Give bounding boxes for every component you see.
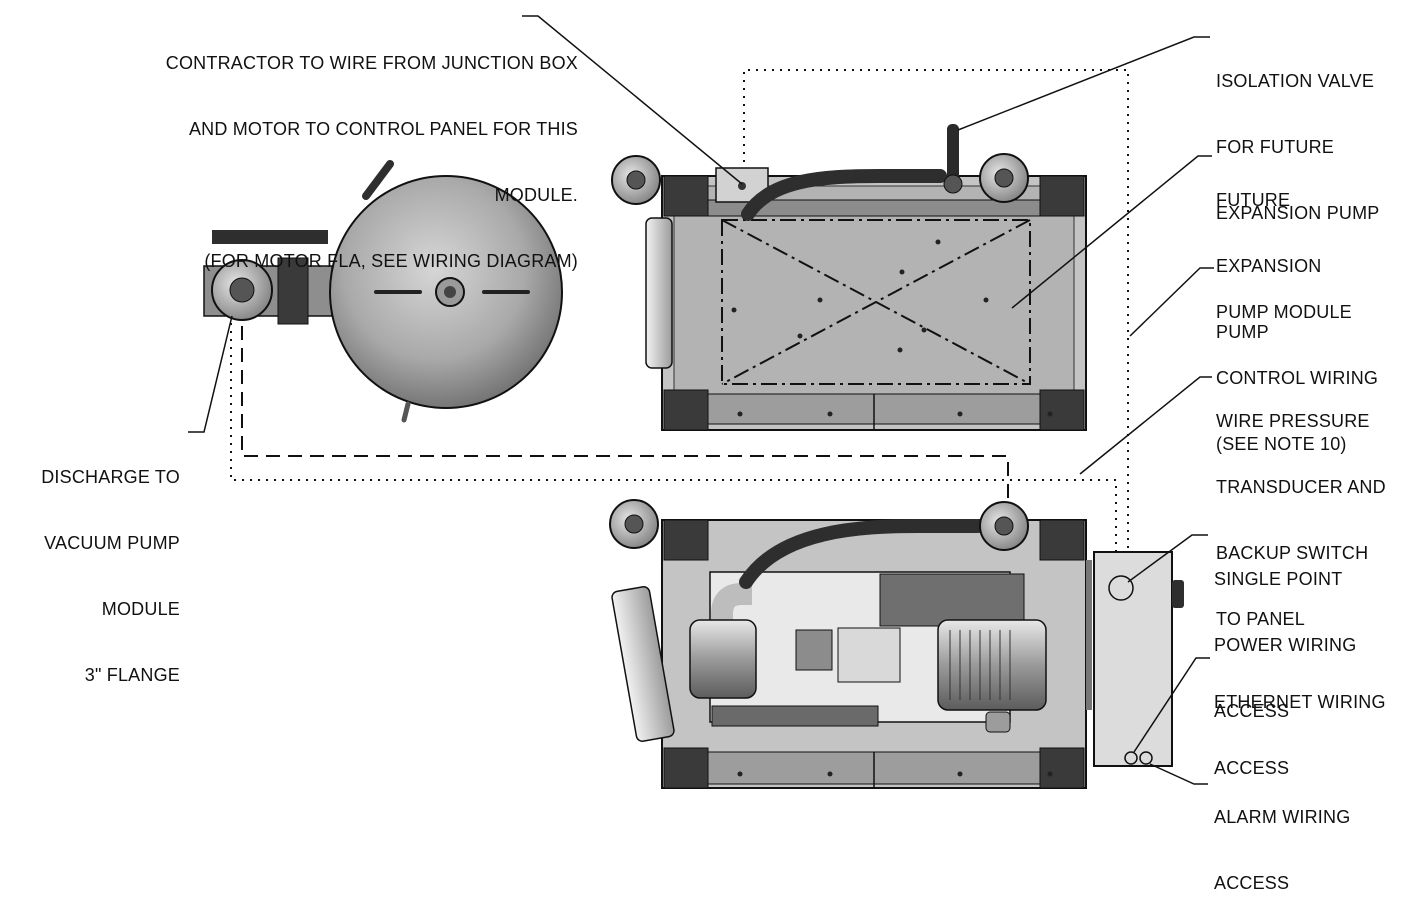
leader-control-wiring (1129, 267, 1214, 337)
vacuum-pump-module-plan-drawing (188, 15, 1214, 789)
leader-future-pump (1011, 155, 1212, 309)
lower-flange-left (609, 499, 659, 549)
label-control-wiring: PUMP MODULE CONTROL WIRING (SEE NOTE 10) (1216, 302, 1379, 454)
label-single-point-power: SINGLE POINT POWER WIRING ACCESS (1214, 569, 1357, 721)
dotted-wire-lower-run (230, 323, 1117, 560)
power-wiring-access-hole (1108, 575, 1134, 601)
label-discharge: DISCHARGE TO VACUUM PUMP MODULE 3" FLANG… (41, 467, 180, 685)
pump-motor (937, 619, 1047, 711)
label-alarm-wiring: ALARM WIRING ACCESS (1214, 807, 1351, 893)
label-contractor-wiring: CONTRACTOR TO WIRE FROM JUNCTION BOX AND… (165, 53, 578, 271)
dotted-wire-top-loop (743, 69, 1129, 560)
dashed-wire-discharge (241, 326, 1009, 500)
control-panel (1086, 551, 1184, 767)
upper-flange-left (611, 155, 661, 205)
vacuum-pump-module (609, 499, 1087, 789)
label-pressure-transducer: WIRE PRESSURE TRANSDUCER AND BACKUP SWIT… (1216, 411, 1386, 629)
vacuum-tank (203, 160, 563, 423)
lower-flange-right (979, 501, 1029, 551)
leader-ethernet (1133, 657, 1210, 753)
alarm-access-hole (1139, 751, 1153, 765)
leader-single-point (1127, 534, 1208, 583)
future-pump-outline (721, 219, 1031, 385)
label-ethernet-wiring: ETHERNET WIRING ACCESS (1214, 692, 1386, 778)
leader-pressure-transducer (1079, 376, 1212, 475)
future-pump-module (611, 124, 1087, 431)
leader-discharge (188, 315, 233, 433)
leader-contractor (522, 15, 743, 185)
upper-flange-right (979, 153, 1029, 203)
leader-alarm (1149, 763, 1208, 785)
leader-lines (188, 15, 1214, 785)
label-isolation-valve: ISOLATION VALVE FOR FUTURE EXPANSION PUM… (1216, 71, 1380, 223)
label-future-expansion-pump: FUTURE EXPANSION PUMP (1216, 190, 1322, 342)
suction-hose (741, 169, 947, 221)
isolation-valve-handle (947, 124, 959, 186)
ethernet-access-hole (1124, 751, 1138, 765)
leader-isolation-valve (957, 36, 1210, 131)
